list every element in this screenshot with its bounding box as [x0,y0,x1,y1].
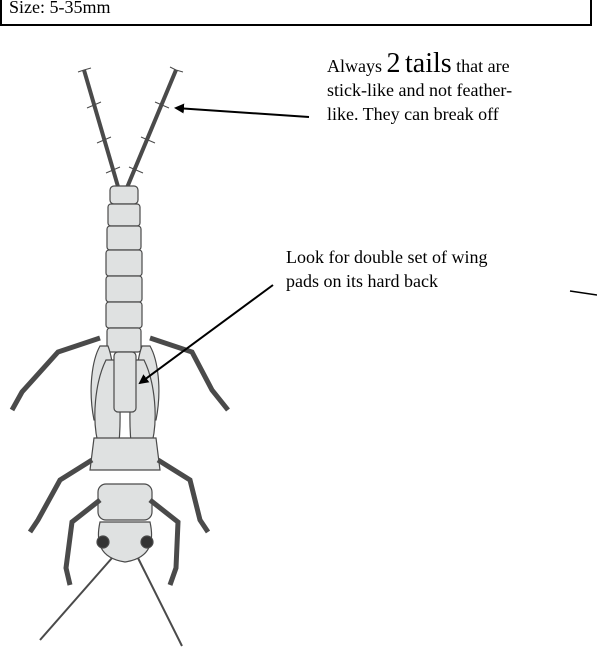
thorax [90,438,160,470]
middle-leg-right [158,460,208,532]
nymph-body [12,67,228,646]
hind-leg-left [12,338,100,410]
pronotum [98,484,152,520]
eye-right [141,536,153,548]
eye-left [97,536,109,548]
partial-pointer-line [570,291,597,295]
hind-leg-right [150,338,228,410]
tail-left [78,68,120,190]
front-leg-right [150,500,178,585]
arrow-to-tails [176,108,309,117]
front-leg-left [66,500,100,585]
abdomen [106,186,142,352]
tail-right [126,67,183,190]
antenna-left [40,558,112,640]
middle-leg-left [30,460,92,532]
wing-pads [91,346,159,452]
arrow-to-wing-pads [140,285,273,383]
